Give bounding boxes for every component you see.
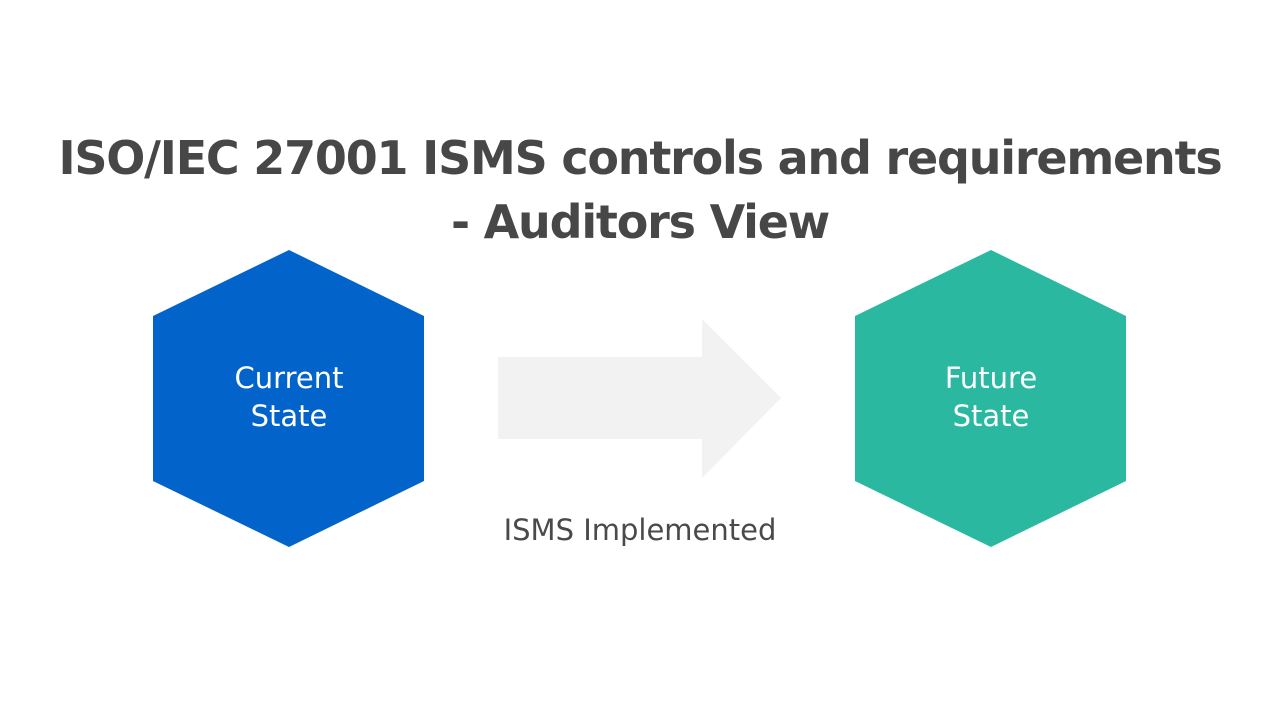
current-state-label-line-2: State [250, 399, 328, 433]
future-state-label-line-1: Future [944, 361, 1038, 395]
future-state-label-line-2: State [952, 399, 1030, 433]
future-state-hexagon [855, 250, 1126, 547]
transition-arrow [498, 319, 781, 478]
title-line-1: ISO/IEC 27001 ISMS controls and requirem… [58, 131, 1222, 185]
title-line-2: - Auditors View [450, 195, 830, 249]
arrow-caption: ISMS Implemented [503, 513, 777, 547]
current-state-label: Current State [179, 359, 399, 435]
current-state-hexagon [153, 250, 424, 547]
page-title: ISO/IEC 27001 ISMS controls and requirem… [0, 126, 1280, 254]
future-state-label: Future State [881, 359, 1101, 435]
current-state-label-line-1: Current [234, 361, 344, 395]
